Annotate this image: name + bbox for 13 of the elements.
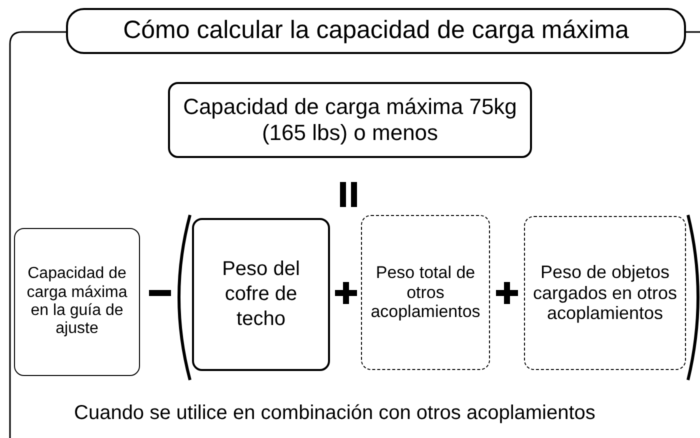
- title-tab: [66, 8, 686, 54]
- formula-box: [192, 218, 330, 371]
- note-text: Cuando se utilice en combinación con otros acoplamientos: [74, 401, 596, 426]
- formula-box: [168, 82, 532, 158]
- box-text: Capacidad de carga máxima 75kg (165 lbs) o menos: [182, 94, 518, 146]
- title-text: Cómo calcular la capacidad de carga máxima: [123, 15, 629, 46]
- formula-box: [361, 215, 490, 370]
- box-text: Peso total de otros acoplamientos: [370, 263, 482, 322]
- formula-box: [524, 216, 686, 370]
- box-text: Peso de objetos cargados en otros acoplamientos: [532, 262, 678, 324]
- box-text: Peso del cofre de techo: [221, 257, 301, 332]
- formula-box: [14, 228, 140, 376]
- box-text: Capacidad de carga máxima en la guía de ajuste: [26, 265, 128, 339]
